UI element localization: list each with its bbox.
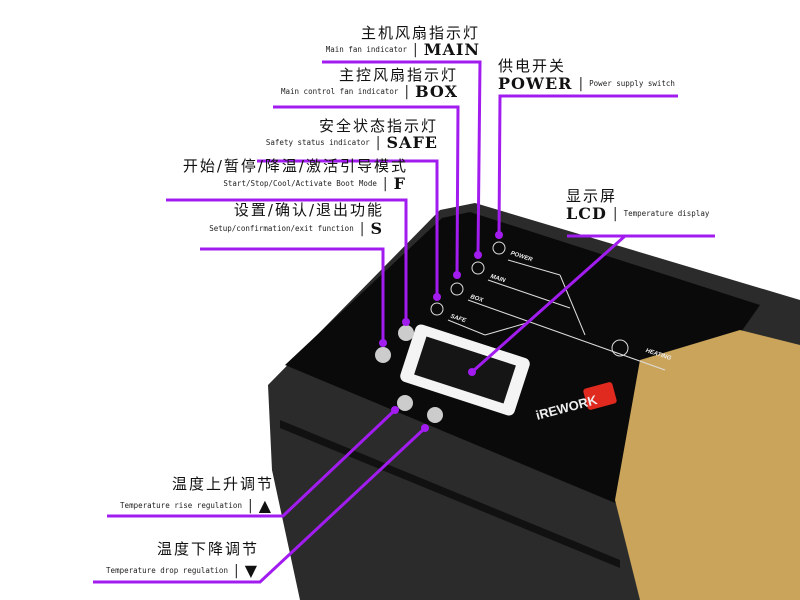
s-button <box>375 347 391 363</box>
brand-logo-icon <box>583 382 617 410</box>
lcd-code: LCD <box>566 204 607 223</box>
power-title: 供电开关 <box>498 57 567 75</box>
temp-up-title: 温度上升调节 <box>171 475 274 493</box>
temp-down-en: Temperature drop regulation <box>106 566 228 575</box>
temp-up-en: Temperature rise regulation <box>120 501 242 510</box>
device-side-slots <box>280 420 620 568</box>
s-row: Setup/confirmation/exit function| S <box>209 219 383 238</box>
f-en: Start/Stop/Cool/Activate Boot Mode <box>223 179 377 188</box>
box-fan-code: BOX <box>415 82 458 101</box>
main-fan-row: Main fan indicator| MAIN <box>325 40 480 59</box>
temp-down-row: Temperature drop regulation| ▼ <box>106 561 258 580</box>
safe-code: SAFE <box>386 133 438 152</box>
temp-up-row: Temperature rise regulation| ▲ <box>120 496 272 515</box>
lcd-screen <box>414 336 516 404</box>
safe-en: Safety status indicator <box>265 138 370 147</box>
up-button <box>397 395 413 411</box>
down-button <box>427 407 443 423</box>
f-row: Start/Stop/Cool/Activate Boot Mode| F <box>223 174 406 193</box>
box-fan-icon <box>450 282 464 296</box>
main-fan-icon <box>471 261 485 275</box>
up-arrow-icon: ▲ <box>258 496 272 515</box>
power-row: POWER| Power supply switch <box>498 74 675 93</box>
f-button <box>398 325 414 341</box>
safe-title: 安全状态指示灯 <box>318 117 438 135</box>
f-code: F <box>393 174 406 193</box>
callout-lines <box>93 60 715 584</box>
pcb-board <box>615 330 800 600</box>
buttons <box>375 325 443 423</box>
lcd-title: 显示屏 <box>566 187 618 205</box>
safe-icon <box>430 302 444 316</box>
f-title: 开始/暂停/降温/激活引导模式 <box>182 157 408 175</box>
power-icon <box>492 241 506 255</box>
s-code: S <box>370 219 383 238</box>
main-fan-en: Main fan indicator <box>325 45 408 54</box>
panel-lines <box>447 259 666 371</box>
power-code: POWER <box>498 74 573 93</box>
box-fan-title: 主控风扇指示灯 <box>338 66 458 84</box>
box-fan-row: Main control fan indicator| BOX <box>280 82 458 101</box>
temp-down-title: 温度下降调节 <box>156 540 259 558</box>
callout-dots <box>379 231 503 432</box>
box-fan-en: Main control fan indicator <box>280 87 399 96</box>
lcd-row: LCD| Temperature display <box>566 204 710 223</box>
lcd-en: Temperature display <box>623 209 710 218</box>
down-arrow-icon: ▼ <box>244 561 258 580</box>
main-fan-code: MAIN <box>423 40 480 59</box>
power-en: Power supply switch <box>589 79 675 88</box>
main-fan-title: 主机风扇指示灯 <box>360 24 480 42</box>
safe-row: Safety status indicator| SAFE <box>265 133 438 152</box>
indicator-icons <box>430 241 506 316</box>
s-en: Setup/confirmation/exit function <box>209 224 354 233</box>
s-title: 设置/确认/退出功能 <box>233 201 384 219</box>
